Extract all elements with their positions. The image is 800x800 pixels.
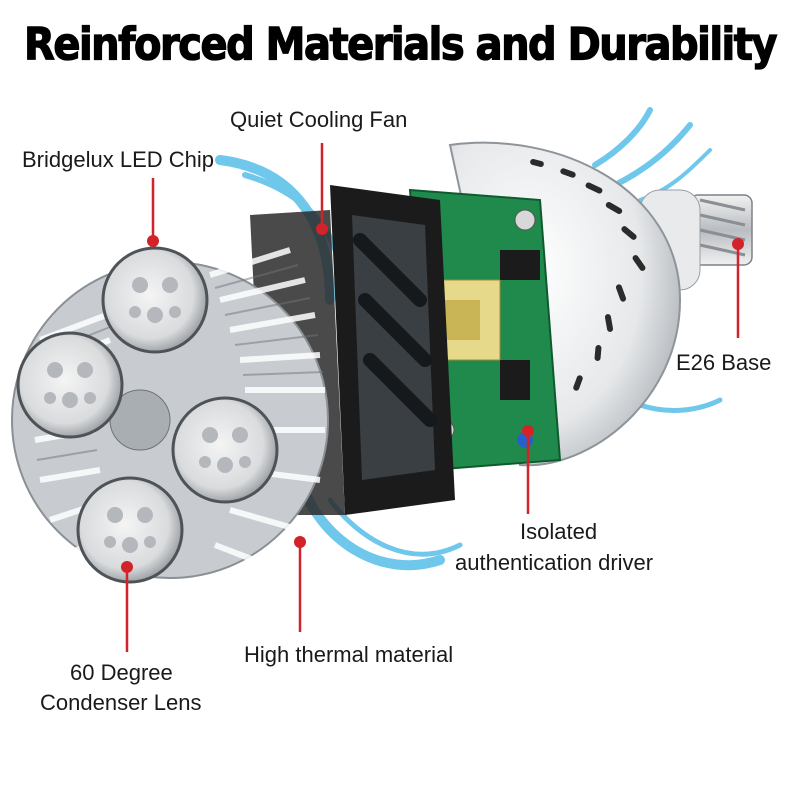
label-60-degree: 60 Degree [70, 660, 173, 685]
label-bridgelux-led-chip: Bridgelux LED Chip [22, 147, 214, 172]
heatsink-led-module [11, 246, 329, 584]
label-e26-base: E26 Base [676, 350, 772, 375]
label-quiet-cooling-fan: Quiet Cooling Fan [230, 107, 408, 132]
label-high-thermal-material: High thermal material [244, 642, 454, 667]
led-lenses [16, 246, 279, 584]
label-authentication-driver: authentication driver [455, 550, 654, 575]
label-isolated: Isolated [520, 519, 598, 544]
callout-markers [121, 143, 744, 652]
page-title: Reinforced Materials and Durability [23, 19, 778, 72]
label-condenser-lens: Condenser Lens [40, 690, 202, 715]
